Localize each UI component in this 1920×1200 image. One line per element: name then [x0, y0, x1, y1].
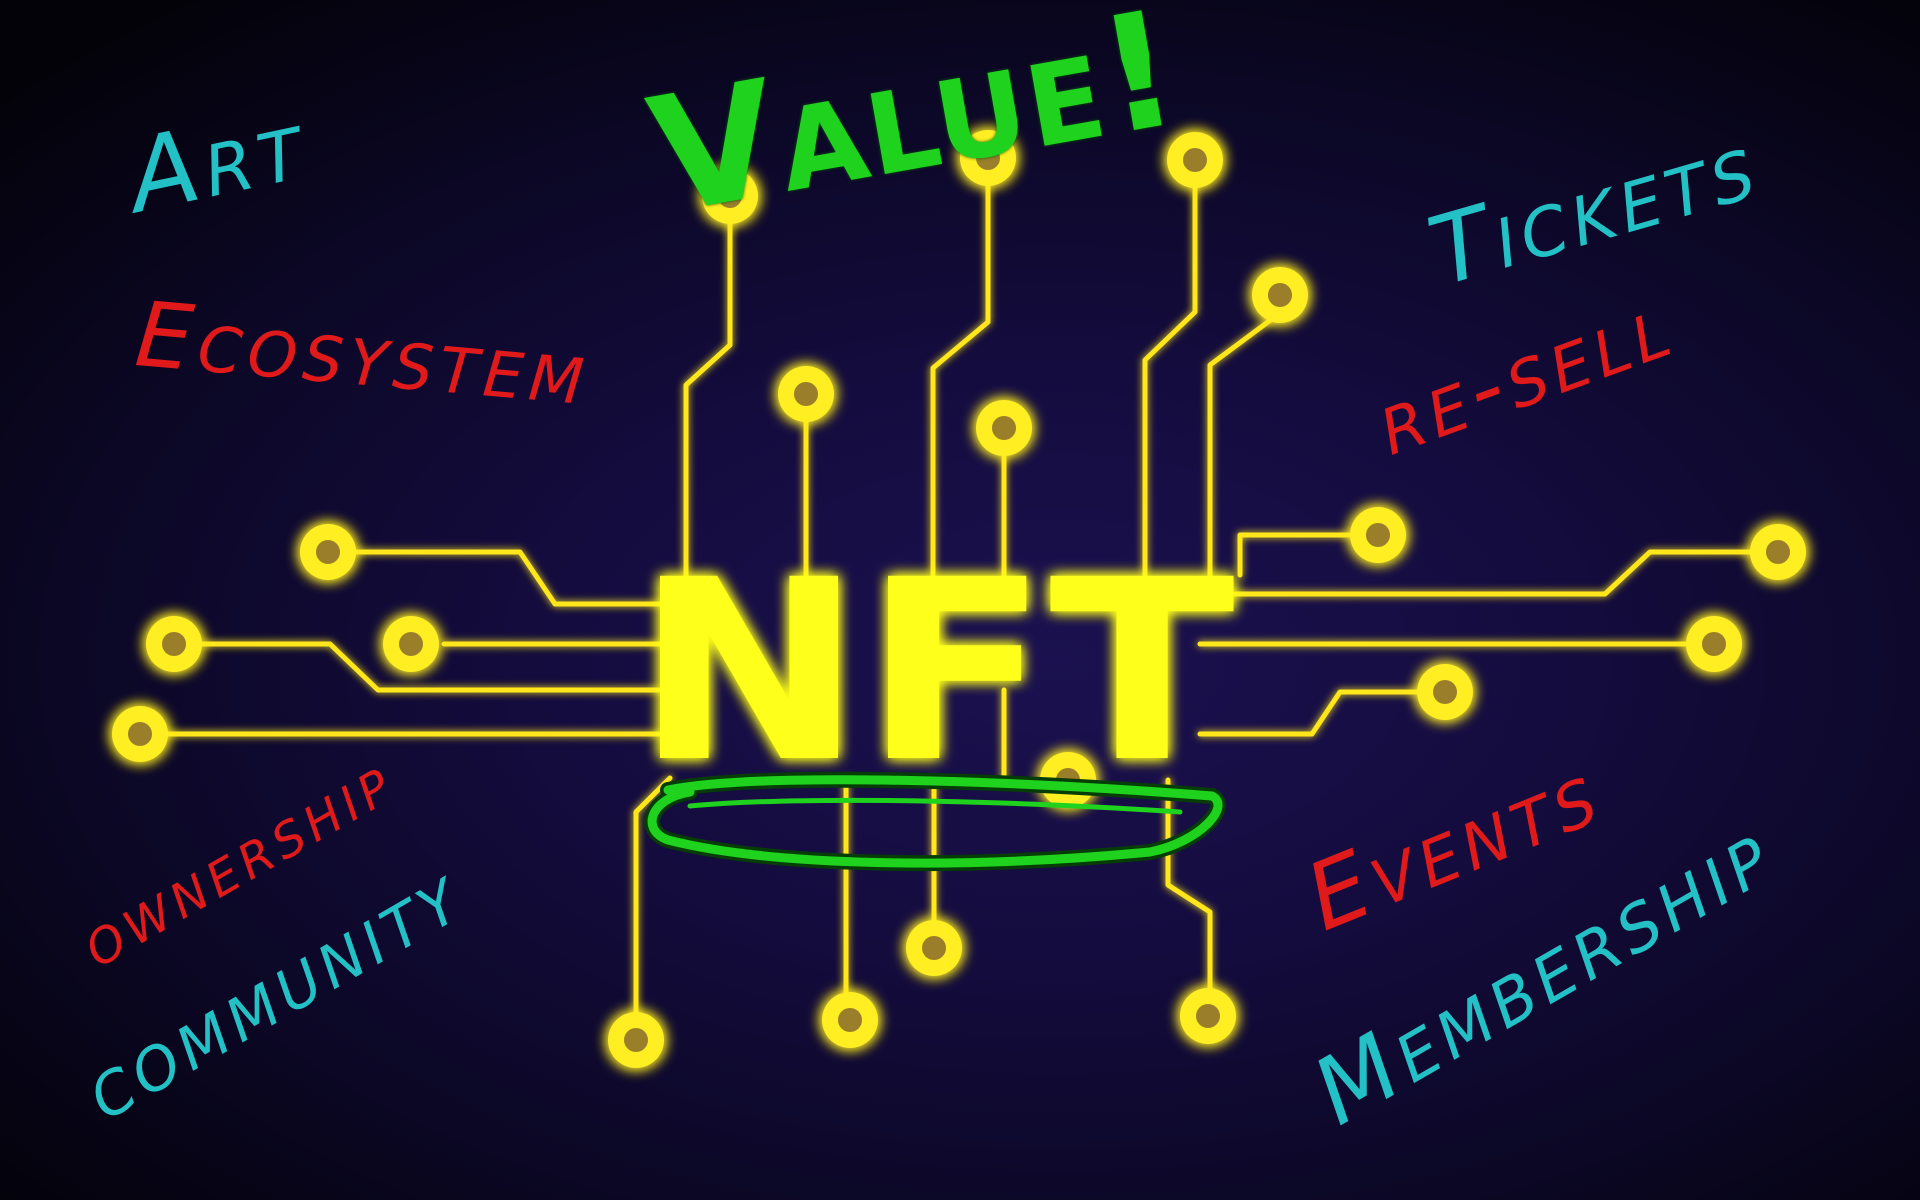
- circuit-pad: [1252, 267, 1308, 323]
- circuit-traces: [137, 177, 1758, 1043]
- circuit-pads: [112, 130, 1806, 1068]
- nft-title: NFT: [635, 526, 1235, 817]
- circuit-pad: [702, 168, 758, 224]
- circuit-pad: [822, 992, 878, 1048]
- circuit-pad: [976, 400, 1032, 456]
- trace-left-1: [349, 549, 673, 607]
- circuit-pad: [300, 524, 356, 580]
- trace-right-2: [1197, 549, 1758, 597]
- trace-right-1: [1237, 532, 1358, 578]
- trace-bottom-1: [633, 775, 673, 1043]
- circuit-pad: [906, 920, 962, 976]
- circuit-pad: [1350, 507, 1406, 563]
- circuit-pad: [1750, 524, 1806, 580]
- circuit-pad: [960, 130, 1016, 186]
- circuit-pad: [383, 616, 439, 672]
- trace-bottom-6: [1165, 777, 1213, 1019]
- circuit-pad: [1686, 616, 1742, 672]
- trace-top-6: [1207, 313, 1279, 578]
- trace-right-4: [1197, 689, 1423, 737]
- circuit-pad: [1180, 988, 1236, 1044]
- trace-top-5: [1142, 177, 1198, 578]
- trace-left-2: [199, 641, 673, 693]
- nft-underline-scribble: [644, 771, 1226, 872]
- trace-top-3: [930, 181, 991, 578]
- circuit-pad: [112, 706, 168, 762]
- circuit-pad: [778, 366, 834, 422]
- circuit-pad: [1417, 664, 1473, 720]
- circuit-pad: [608, 1012, 664, 1068]
- circuit-pad: [146, 616, 202, 672]
- circuit-pad: [1167, 132, 1223, 188]
- trace-top-1: [683, 177, 733, 578]
